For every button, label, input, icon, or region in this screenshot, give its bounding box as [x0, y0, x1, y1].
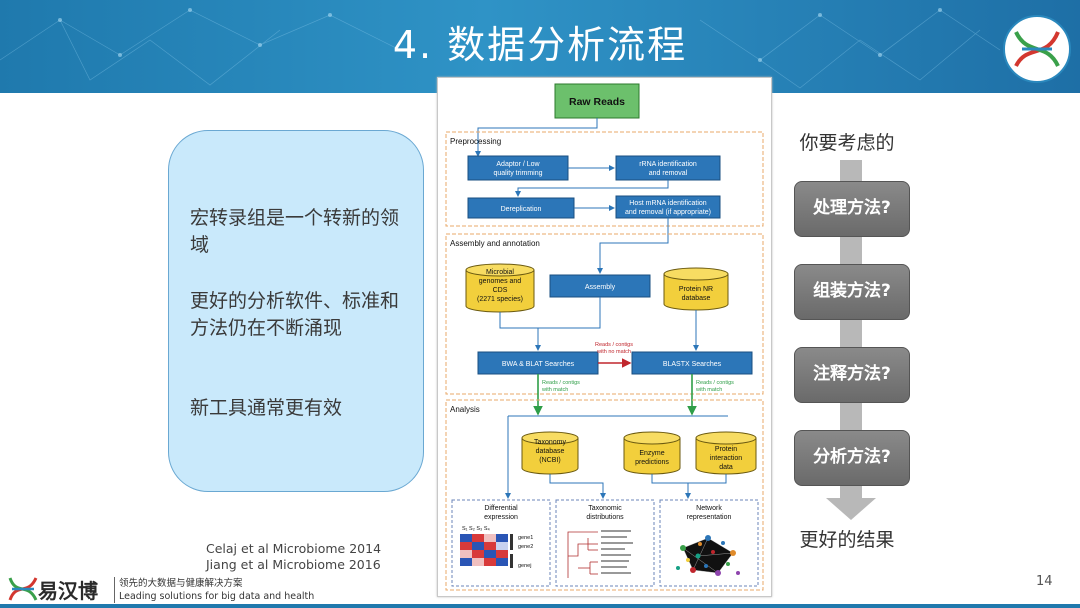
match-label-right-1: Reads / contigs	[696, 380, 734, 386]
taxdist-label-1: Taxonomic	[588, 505, 622, 512]
match-label-left-1: Reads / contigs	[542, 380, 580, 386]
progress-arrow-head-icon	[826, 498, 876, 520]
taxonomic-distributions-panel	[555, 499, 655, 587]
progress-arrow-shaft	[840, 160, 862, 500]
gene1-label: gene1	[518, 535, 533, 541]
slide-title: 4. 数据分析流程	[392, 23, 688, 67]
considerations-heading: 你要考虑的	[799, 132, 895, 154]
preprocessing-section	[445, 131, 764, 227]
network-label-1: Network	[696, 505, 722, 512]
pinteract-label-3: data	[719, 464, 733, 471]
pinteract-label-2: interaction	[710, 455, 742, 462]
match-label-left-2: with match	[541, 387, 568, 393]
taxonomy-label-3: (NCBI)	[539, 457, 560, 464]
network-representation-panel	[659, 499, 759, 587]
diff-label-1: Differential	[484, 505, 518, 512]
taxdist-label-2: distributions	[586, 514, 624, 521]
rrna-removal-label-1: rRNA identification	[639, 161, 697, 168]
assembly-label: Assembly and annotation	[450, 239, 540, 248]
summary-paragraph-2: 更好的分析软件、标准和方法仍在不断涌现	[190, 290, 400, 339]
taxonomy-label-1: Taxonomy	[534, 439, 566, 446]
analysis-label: Analysis	[450, 405, 480, 414]
protein-interaction-db: Protein interaction data	[695, 431, 757, 475]
taxonomy-db: Taxonomy database (NCBI)	[521, 431, 579, 475]
footer-brand-name: 易汉博	[38, 579, 98, 603]
protein-nr-db: Protein NR database	[663, 267, 729, 311]
protein-nr-label-2: database	[682, 295, 711, 302]
page-number: 14	[1036, 574, 1053, 589]
network-background-pattern	[0, 8, 1001, 89]
footer-tagline: 领先的大数据与健康解决方案 Leading solutions for big …	[114, 577, 314, 603]
citation-1: Celaj et al Microbiome 2014	[206, 541, 382, 556]
diff-label-2: expression	[484, 514, 518, 521]
microbial-label-3: CDS	[493, 287, 508, 294]
microbial-label-2: genomes and	[479, 278, 522, 285]
footer-tagline-cn: 领先的大数据与健康解决方案	[119, 578, 243, 589]
summary-panel	[168, 130, 424, 492]
no-match-label-1: Reads / contigs	[595, 342, 633, 348]
taxonomy-tree	[567, 531, 598, 578]
taxonomy-label-2: database	[536, 448, 565, 455]
step-processing-method: 处理方法?	[794, 181, 910, 237]
citation-2: Jiang et al Microbiome 2016	[206, 557, 381, 572]
bwa-blat-label: BWA & BLAT Searches	[502, 361, 575, 368]
dereplication-label: Dereplication	[501, 206, 542, 213]
protein-nr-label-1: Protein NR	[679, 286, 713, 293]
adaptor-trimming-box	[467, 155, 569, 181]
analysis-section	[445, 399, 764, 591]
assembly-section	[445, 233, 764, 395]
flowchart-diagram: Raw Reads Preprocessing Adaptor / Low qu…	[445, 83, 764, 591]
better-result-label: 更好的结果	[799, 529, 895, 551]
taxonomy-tree-labels	[601, 530, 633, 574]
company-logo-icon	[1003, 15, 1071, 83]
step-annotation-method: 注释方法?	[794, 347, 910, 403]
rrna-removal-label-2: and removal	[649, 170, 688, 177]
enzyme-label-2: predictions	[635, 459, 669, 466]
network-graph	[676, 535, 740, 576]
blastx-label: BLASTX Searches	[663, 361, 722, 368]
footer-tagline-en: Leading solutions for big data and healt…	[119, 591, 315, 602]
step-analysis-method: 分析方法?	[794, 430, 910, 486]
adaptor-trimming-label-1: Adaptor / Low	[496, 161, 540, 168]
microbial-label-1: Microbial	[486, 269, 514, 276]
microbial-genomes-db: Microbial genomes and CDS (2271 species)	[465, 263, 535, 313]
footer-logo-icon	[8, 577, 38, 601]
host-mrna-label-2: and removal (if appropriate)	[625, 209, 711, 216]
sample-header: S₁ S₂ S₃ S₄	[462, 526, 490, 532]
match-label-right-2: with match	[695, 387, 722, 393]
pinteract-label-1: Protein	[715, 446, 737, 453]
expression-heatmap	[460, 534, 513, 568]
summary-paragraph-3: 新工具通常更有效	[190, 397, 343, 419]
step-assembly-method: 组装方法?	[794, 264, 910, 320]
network-label-2: representation	[687, 514, 732, 521]
enzyme-db: Enzyme predictions	[623, 431, 681, 475]
preprocessing-label: Preprocessing	[450, 137, 501, 146]
host-mrna-label-1: Host mRNA identification	[629, 200, 707, 207]
summary-paragraph-1: 宏转录组是一个转新的领域	[190, 207, 400, 256]
pipeline-flowchart: Raw Reads Preprocessing Adaptor / Low qu…	[437, 77, 772, 597]
enzyme-label-1: Enzyme	[639, 450, 664, 457]
differential-expression-panel	[451, 499, 551, 587]
gene2-label: gene2	[518, 544, 533, 550]
raw-reads-node: Raw Reads	[554, 83, 640, 119]
raw-reads-label: Raw Reads	[569, 96, 625, 108]
genej-label: genej	[518, 563, 531, 569]
microbial-label-4: (2271 species)	[477, 296, 523, 303]
no-match-label-2: with no match	[596, 349, 631, 355]
assembly-box-label: Assembly	[585, 284, 616, 291]
footer-bar	[0, 604, 1080, 608]
adaptor-trimming-label-2: quality trimming	[493, 170, 542, 177]
